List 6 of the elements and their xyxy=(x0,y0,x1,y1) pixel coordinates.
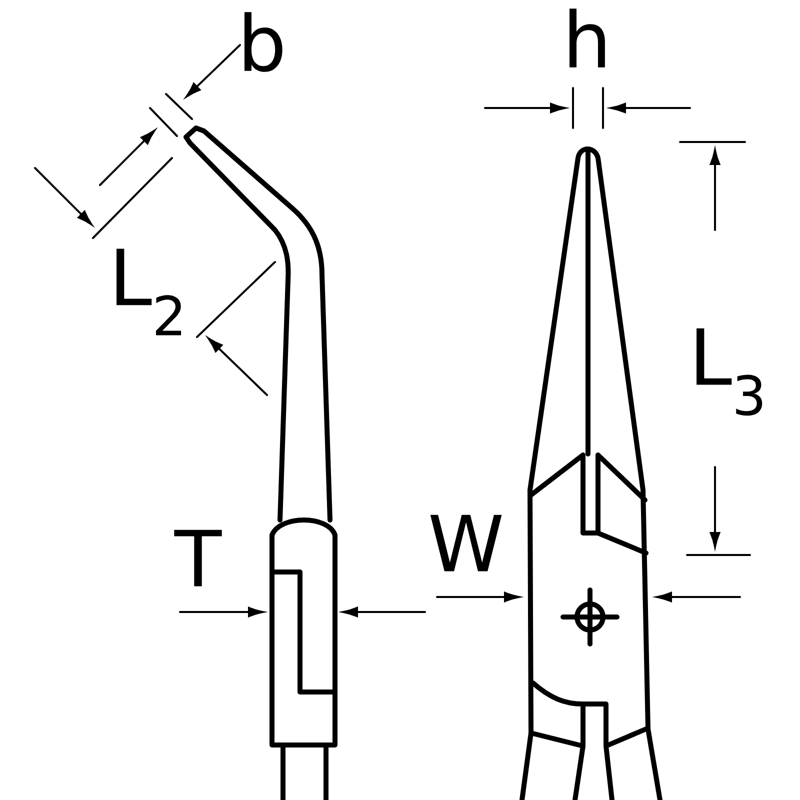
dimension-label: L$_{2}$ xyxy=(116,248,182,336)
dimension-label: T xyxy=(174,530,222,586)
dimension-label: b xyxy=(244,12,282,72)
dimension-label: h xyxy=(570,8,605,68)
dimension-label: W xyxy=(430,514,502,572)
dimension-label: L$_{3}$ xyxy=(696,328,762,416)
